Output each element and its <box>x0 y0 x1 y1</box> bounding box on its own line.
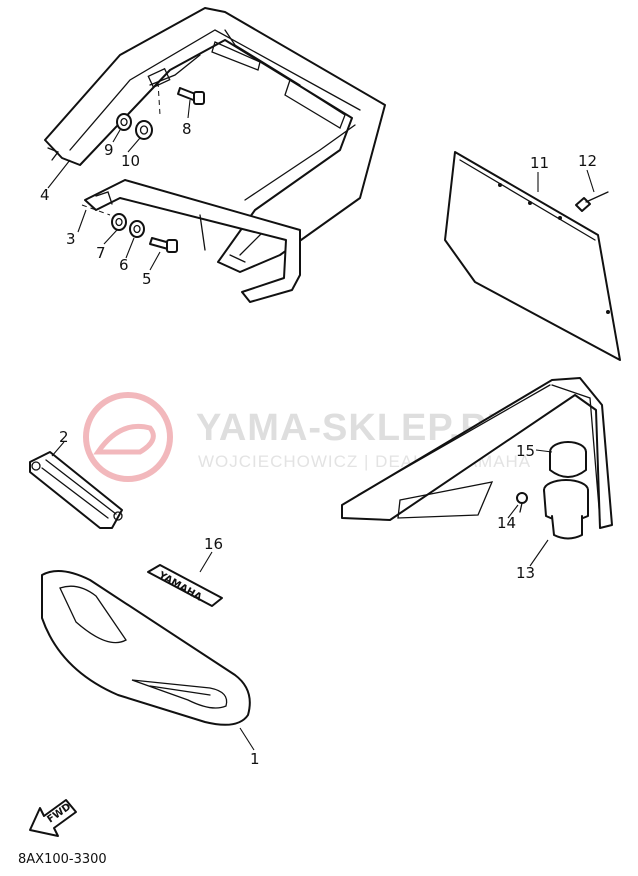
part-fairing-panel <box>341 377 613 529</box>
callout-16: 16 <box>204 535 223 553</box>
callout-7: 7 <box>96 244 106 262</box>
fastener-10-washer <box>135 120 153 140</box>
part-4-rear-frame <box>44 7 386 273</box>
callout-14: 14 <box>497 514 516 532</box>
part-13-holder <box>543 479 589 540</box>
part-1-cover <box>41 570 251 726</box>
fastener-5-bolt <box>149 237 178 253</box>
part-16-decal: YAMAHA <box>147 564 223 607</box>
callout-11: 11 <box>530 154 549 172</box>
part-3-bracket <box>84 179 301 303</box>
part-15-grommet <box>549 441 587 478</box>
part-11-plate <box>444 151 621 361</box>
callout-15: 15 <box>516 442 535 460</box>
callout-3: 3 <box>66 230 76 248</box>
fwd-arrow-icon: FWD <box>29 799 77 837</box>
fastener-8-bolt <box>177 87 205 105</box>
part-14-clip <box>516 492 528 513</box>
fastener-9-nut <box>116 113 132 131</box>
part-2-lamp <box>29 451 123 529</box>
callout-10: 10 <box>121 152 140 170</box>
part-12-screw <box>575 191 609 212</box>
callout-labels: 1 2 3 4 5 6 7 8 9 10 11 12 13 14 15 16 <box>40 120 597 768</box>
callout-2: 2 <box>59 428 69 446</box>
watermark-logo <box>83 392 173 482</box>
callout-1: 1 <box>250 750 260 768</box>
diagram-code: 8AX100-3300 <box>18 852 107 867</box>
callout-4: 4 <box>40 186 50 204</box>
callout-12: 12 <box>578 152 597 170</box>
fastener-7-washer <box>111 213 127 231</box>
callout-5: 5 <box>142 270 152 288</box>
callout-13: 13 <box>516 564 535 582</box>
callout-8: 8 <box>182 120 192 138</box>
callout-9: 9 <box>104 141 114 159</box>
fastener-6-nut <box>129 220 145 238</box>
callout-6: 6 <box>119 256 129 274</box>
